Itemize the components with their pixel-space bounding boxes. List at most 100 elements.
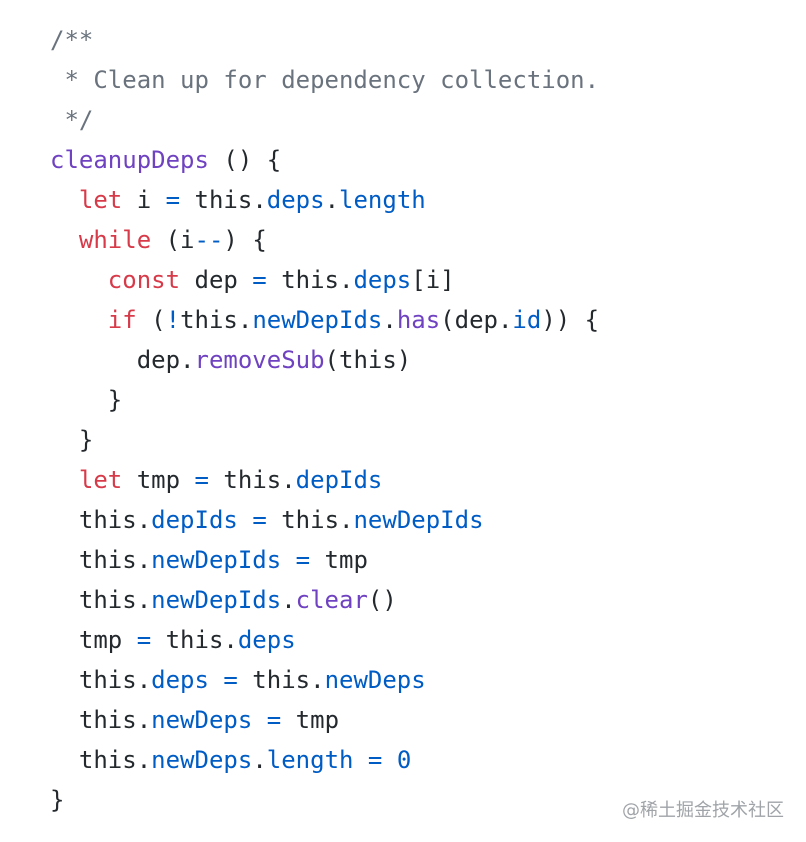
code-token-prop: newDepIds: [353, 506, 484, 534]
code-token-plain: this.: [50, 586, 152, 614]
code-token-op: =: [266, 706, 282, 734]
code-token-plain: this.: [50, 666, 152, 694]
code-token-plain: [281, 546, 295, 574]
code-token-keyword: let: [78, 466, 123, 494]
code-token-func: clear: [295, 586, 368, 614]
code-token-prop: 0: [396, 746, 412, 774]
code-token-plain: tmp: [122, 466, 195, 494]
code-token-prop: deps: [151, 666, 209, 694]
code-token-plain: tmp: [50, 626, 137, 654]
code-token-op: =: [295, 546, 311, 574]
code-line: let tmp = this.depIds: [50, 460, 599, 500]
code-token-plain: tmp: [310, 546, 368, 574]
code-token-plain: dep: [180, 266, 253, 294]
code-token-comment: /**: [50, 26, 94, 54]
code-token-plain: [209, 666, 223, 694]
code-token-plain: this.: [180, 186, 267, 214]
code-line: if (!this.newDepIds.has(dep.id)) {: [50, 300, 599, 340]
code-line: /**: [50, 20, 599, 60]
code-token-plain: .: [382, 306, 397, 334]
code-token-prop: deps: [237, 626, 296, 654]
code-token-plain: [382, 746, 396, 774]
code-token-plain: ) {: [223, 226, 267, 254]
code-token-plain: this.: [208, 466, 296, 494]
code-token-plain: this.: [266, 266, 354, 294]
code-line: let i = this.deps.length: [50, 180, 599, 220]
code-token-keyword: if: [107, 306, 137, 334]
code-token-func: has: [396, 306, 441, 334]
code-token-plain: (this): [324, 346, 412, 374]
code-token-op: =: [223, 666, 238, 694]
code-token-op: =: [252, 266, 267, 294]
code-token-plain: .: [252, 746, 267, 774]
code-line: this.deps = this.newDeps: [50, 660, 599, 700]
code-token-plain: [353, 746, 367, 774]
code-token-plain: this.: [151, 626, 238, 654]
code-token-prop: depIds: [295, 466, 383, 494]
code-token-prop: id: [512, 306, 542, 334]
code-token-prop: deps: [353, 266, 412, 294]
code-token-prop: newDepIds: [151, 546, 282, 574]
code-token-plain: this.: [50, 506, 152, 534]
code-token-plain: this.: [237, 666, 325, 694]
code-token-prop: length: [339, 186, 426, 214]
code-token-func: cleanupDeps: [50, 146, 209, 174]
code-token-plain: [50, 266, 108, 294]
code-token-plain: [50, 226, 79, 254]
code-line: dep.removeSub(this): [50, 340, 599, 380]
code-token-prop: deps: [266, 186, 325, 214]
code-token-prop: depIds: [151, 506, 238, 534]
code-token-plain: this.: [50, 746, 152, 774]
code-token-plain: [238, 506, 252, 534]
code-token-plain: [50, 306, 108, 334]
code-line: this.newDepIds = tmp: [50, 540, 599, 580]
code-token-plain: (: [136, 306, 166, 334]
code-line: this.newDepIds.clear(): [50, 580, 599, 620]
code-token-op: !: [165, 306, 181, 334]
code-token-prop: newDepIds: [252, 306, 383, 334]
code-token-plain: i: [122, 186, 166, 214]
code-line: }: [50, 380, 599, 420]
code-token-comment: * Clean up for dependency collection.: [50, 66, 600, 94]
code-token-plain: [50, 466, 79, 494]
code-token-plain: () {: [208, 146, 282, 174]
code-token-op: =: [194, 466, 209, 494]
code-token-func: removeSub: [194, 346, 325, 374]
code-token-prop: newDeps: [151, 746, 253, 774]
code-token-plain: dep.: [50, 346, 195, 374]
code-line: while (i--) {: [50, 220, 599, 260]
watermark-label: @稀土掘金技术社区: [622, 800, 784, 821]
code-token-keyword: const: [107, 266, 181, 294]
code-token-plain: [252, 706, 266, 734]
code-token-op: =: [252, 506, 267, 534]
code-token-plain: [50, 186, 79, 214]
code-token-plain: tmp: [281, 706, 340, 734]
code-token-plain: (): [367, 586, 397, 614]
code-token-plain: )) {: [541, 306, 600, 334]
code-line: * Clean up for dependency collection.: [50, 60, 599, 100]
code-token-plain: }: [50, 386, 123, 414]
code-block: /** * Clean up for dependency collection…: [50, 20, 599, 820]
code-token-prop: length: [266, 746, 354, 774]
code-line: */: [50, 100, 599, 140]
code-token-op: --: [194, 226, 224, 254]
code-line: }: [50, 780, 599, 820]
code-token-plain: (dep.: [440, 306, 513, 334]
code-token-plain: .: [324, 186, 340, 214]
code-line: cleanupDeps () {: [50, 140, 599, 180]
code-line: }: [50, 420, 599, 460]
code-token-plain: (i: [151, 226, 195, 254]
code-token-keyword: let: [78, 186, 123, 214]
code-token-prop: newDeps: [324, 666, 426, 694]
code-token-prop: newDepIds: [151, 586, 282, 614]
code-token-prop: newDeps: [151, 706, 253, 734]
code-line: tmp = this.deps: [50, 620, 599, 660]
code-line: const dep = this.deps[i]: [50, 260, 599, 300]
code-line: this.newDeps = tmp: [50, 700, 599, 740]
code-token-plain: .: [281, 586, 296, 614]
code-token-plain: [i]: [411, 266, 455, 294]
code-token-plain: }: [50, 786, 65, 814]
code-token-plain: }: [50, 426, 94, 454]
code-token-plain: this.: [50, 546, 152, 574]
code-token-plain: this.: [50, 706, 152, 734]
